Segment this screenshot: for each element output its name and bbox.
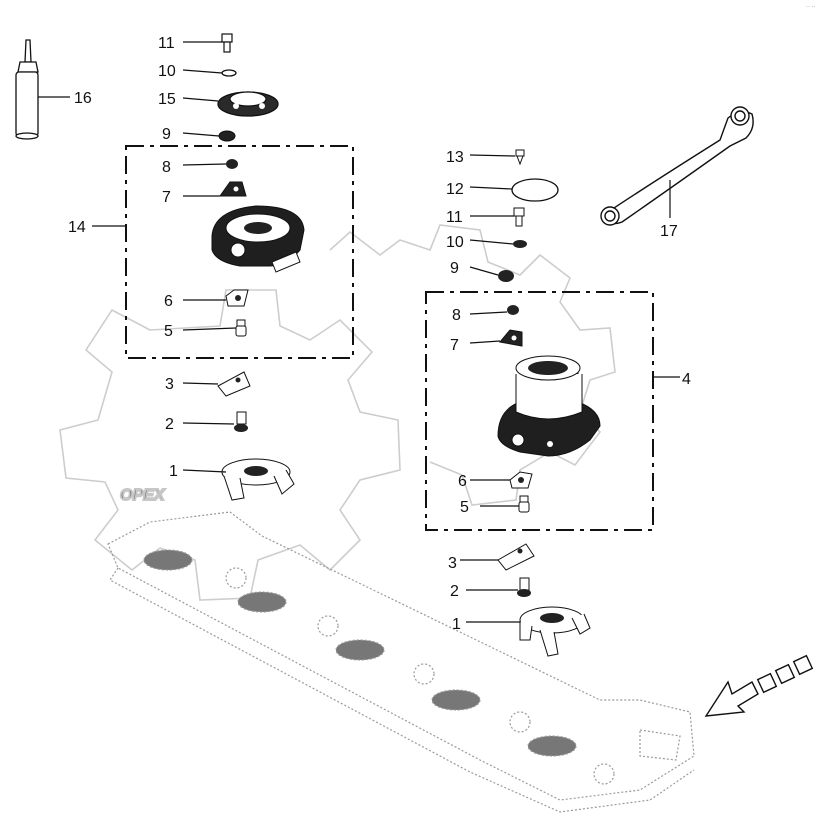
bolt-5-right (518, 495, 530, 513)
label-2-right: 2 (450, 583, 459, 600)
label-9-left: 9 (162, 126, 171, 143)
label-11-left: 11 (158, 35, 175, 52)
bolt-5-left (235, 319, 247, 337)
label-10-left: 10 (158, 63, 176, 80)
bolt-2-left (234, 411, 248, 432)
cover-12 (511, 178, 559, 202)
label-2-left: 2 (165, 416, 174, 433)
callout-labels: 16 11 10 15 9 8 7 14 6 5 3 2 1 13 12 11 … (68, 35, 691, 633)
watermark-text: OPEX (119, 486, 167, 505)
tall-hub-4 (497, 355, 601, 457)
lock-plate-7-left (219, 181, 247, 197)
washer-10-right (513, 240, 527, 248)
label-7-right: 7 (450, 337, 459, 354)
nut-8-left (226, 159, 238, 169)
label-10-right: 10 (446, 234, 464, 251)
label-16: 16 (74, 90, 92, 107)
label-8-right: 8 (452, 307, 461, 324)
label-13: 13 (446, 149, 464, 166)
label-12: 12 (446, 181, 464, 198)
cap-15 (217, 91, 279, 117)
bolt-11-right (513, 207, 525, 227)
label-11-right: 11 (446, 209, 463, 226)
bolt-11-left (221, 33, 233, 53)
watermark-gear-right (329, 224, 616, 506)
plate-6-right (509, 471, 533, 489)
label-5-right: 5 (460, 499, 469, 516)
watermark: OPEX (59, 224, 616, 601)
label-6-right: 6 (458, 473, 467, 490)
disc-hub-14 (211, 205, 305, 273)
label-17: 17 (660, 223, 678, 240)
nut-9-left (218, 130, 236, 142)
blade-holder-1-left (221, 458, 295, 501)
cutter-bar (107, 511, 695, 813)
label-3-left: 3 (165, 376, 174, 393)
corner-mark: ·· ·· (806, 4, 816, 10)
watermark-opex: OPEX (120, 487, 166, 504)
assembly-box-4 (425, 291, 654, 531)
label-3-right: 3 (448, 555, 457, 572)
label-8-left: 8 (162, 159, 171, 176)
bolt-2-right (517, 577, 531, 597)
label-1-right: 1 (452, 616, 461, 633)
assembly-box-14 (125, 145, 354, 359)
label-15: 15 (158, 91, 176, 108)
label-9-right: 9 (450, 260, 459, 277)
wrench-17 (600, 106, 754, 226)
washer-10-left (221, 69, 237, 77)
direction-arrow (704, 654, 814, 717)
label-14: 14 (68, 219, 86, 236)
sealant-tube-16 (15, 39, 39, 140)
screw-13 (515, 149, 525, 166)
label-7-left: 7 (162, 189, 171, 206)
nut-8-right (507, 305, 519, 315)
blade-holder-1-right (519, 606, 591, 657)
blade-3-right (497, 543, 535, 571)
nut-9-right (498, 270, 514, 282)
blade-3-left (217, 371, 251, 397)
plate-6-left (225, 289, 249, 307)
lock-plate-7-right (499, 329, 523, 347)
label-4: 4 (682, 371, 691, 388)
label-5-left: 5 (164, 323, 173, 340)
watermark-gear (59, 289, 401, 601)
label-1-left: 1 (169, 463, 178, 480)
label-6-left: 6 (164, 293, 173, 310)
